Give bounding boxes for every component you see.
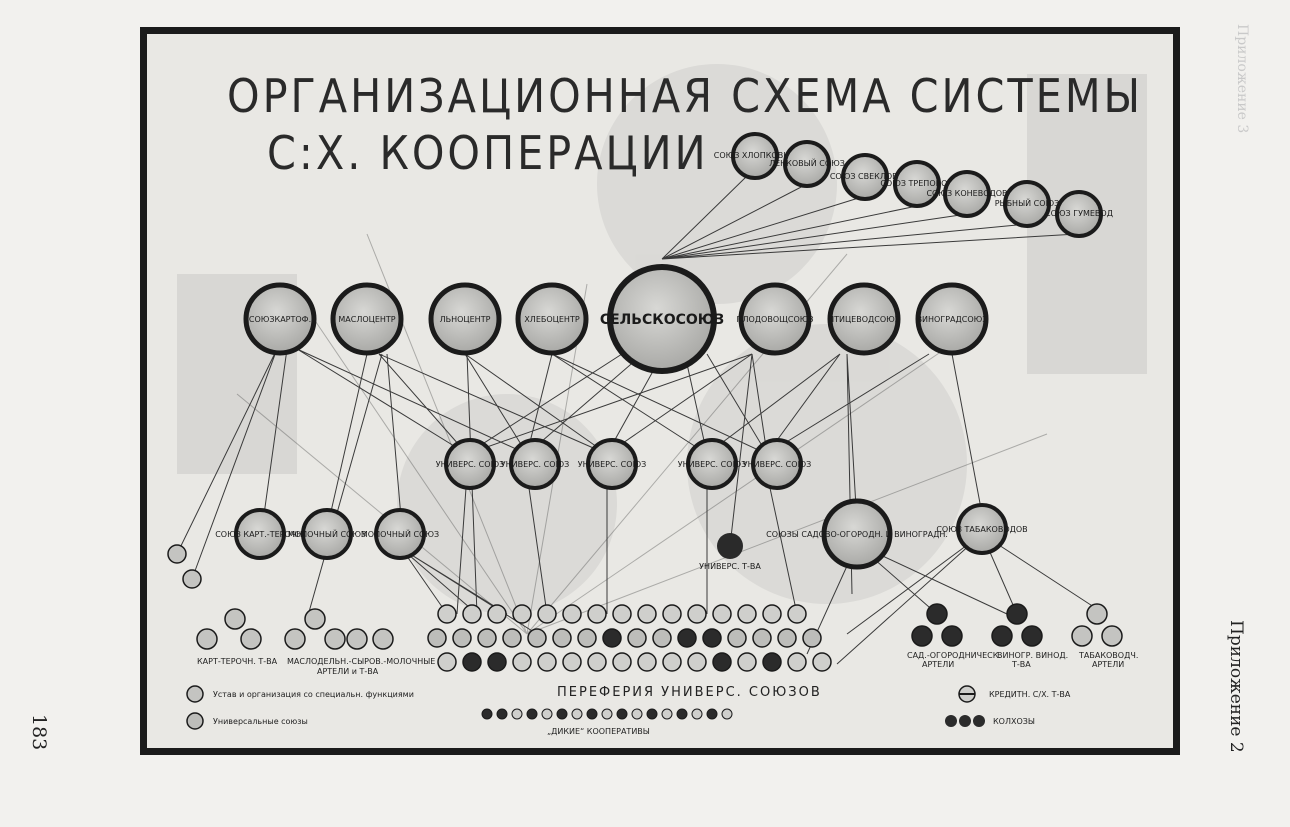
svg-text:ЛЬНОЦЕНТР: ЛЬНОЦЕНТР	[440, 315, 491, 324]
center-node-6: ПТИЦЕВОДСОЮЗ	[827, 282, 901, 356]
periphery-grid	[167, 544, 1123, 720]
svg-text:Т-ВА: Т-ВА	[1011, 660, 1031, 669]
svg-text:СОЮЗ СВЕКЛОВ.: СОЮЗ СВЕКЛОВ.	[830, 172, 900, 181]
svg-text:Универсальные союзы: Универсальные союзы	[213, 717, 308, 726]
svg-text:СОЮЗ ТАБАКОВОДОВ: СОЮЗ ТАБАКОВОДОВ	[936, 525, 1027, 534]
svg-text:ПТИЦЕВОДСОЮЗ: ПТИЦЕВОДСОЮЗ	[828, 315, 900, 324]
title-line1: ОРГАНИЗАЦИОННАЯ СХЕМА СИСТЕМЫ	[227, 69, 1143, 123]
svg-text:МАСЛОДЕЛЬН.-СЫРОВ.-МОЛОЧНЫЕ: МАСЛОДЕЛЬН.-СЫРОВ.-МОЛОЧНЫЕ	[287, 657, 435, 666]
svg-text:СОЮЗ КАРТ.-ТЕРОЧН.: СОЮЗ КАРТ.-ТЕРОЧН.	[215, 530, 305, 539]
special-union-1: СОЮЗЫ САДОВО-ОГОРОДН. И ВИНОГРАДН.	[766, 498, 948, 570]
center-node-7: ВИНОГРАДСОЮЗ	[915, 282, 989, 356]
svg-text:ПЛОДОВОЩСОЮЗ: ПЛОДОВОЩСОЮЗ	[736, 315, 813, 324]
svg-text:ВИНОГРАДСОЮЗ: ВИНОГРАДСОЮЗ	[917, 315, 988, 324]
svg-text:МОЛОЧНЫЙ СОЮЗ: МОЛОЧНЫЙ СОЮЗ	[361, 528, 439, 539]
svg-text:АРТЕЛИ: АРТЕЛИ	[1092, 660, 1124, 669]
svg-text:РЫБНЫЙ СОЮЗ: РЫБНЫЙ СОЮЗ	[995, 197, 1060, 208]
legend-item-2: Универсальные союзы	[186, 712, 308, 730]
legend: Устав и организация со специальн. функци…	[186, 685, 1071, 730]
special-unions: СОЮЗЫ САДОВО-ОГОРОДН. И ВИНОГРАДН. СОЮЗ …	[699, 498, 1028, 571]
title-line2: С:Х. КООПЕРАЦИИ	[267, 126, 709, 180]
svg-text:КОЛХОЗЫ: КОЛХОЗЫ	[993, 717, 1035, 726]
svg-text:СОЮЗ ГУМЕВОД: СОЮЗ ГУМЕВОД	[1045, 209, 1113, 218]
regional-union-1: СОЮЗ КАРТ.-ТЕРОЧН.	[215, 508, 305, 560]
regional-union-2: МОЛОЧНЫЙ СОЮЗ	[288, 508, 366, 560]
center-node-4: ХЛЕБОЦЕНТР	[515, 282, 589, 356]
svg-text:ПЕРЕФЕРИЯ УНИВЕРС. СОЮЗОВ: ПЕРЕФЕРИЯ УНИВЕРС. СОЮЗОВ	[557, 685, 822, 700]
legend-item-3: КРЕДИТН. С/Х. Т-ВА	[958, 685, 1071, 703]
center-row: СОЮЗКАРТОФ. МАСЛОЦЕНТР ЛЬНОЦЕНТР ХЛЕБОЦЕ…	[243, 282, 989, 356]
svg-text:САД.-ОГОРОДНИЧЕСК.: САД.-ОГОРОДНИЧЕСК.	[907, 651, 1001, 660]
special-union-3: УНИВЕРС. Т-ВА	[699, 533, 761, 571]
universal-unions: УНИВЕРС. СОЮЗ УНИВЕРС. СОЮЗ УНИВЕРС. СОЮ…	[436, 438, 812, 490]
svg-text:АРТЕЛИ и Т-ВА: АРТЕЛИ и Т-ВА	[317, 667, 379, 676]
top-union-4: СОЮЗ ТРЕПОВОД	[880, 160, 954, 208]
svg-text:ЛЕНКОВЫЙ СОЮЗ: ЛЕНКОВЫЙ СОЮЗ	[769, 157, 845, 168]
svg-text:УНИВЕРС. СОЮЗ: УНИВЕРС. СОЮЗ	[743, 460, 812, 469]
appendix-label: Приложение 2	[1226, 620, 1246, 753]
top-union-7: СОЮЗ ГУМЕВОД	[1045, 190, 1113, 238]
top-union-5: СОЮЗ КОНЕВОДОВ	[926, 170, 1008, 218]
svg-text:УНИВЕРС. СОЮЗ: УНИВЕРС. СОЮЗ	[678, 460, 747, 469]
svg-text:„ДИКИЕ“ КООПЕРАТИВЫ: „ДИКИЕ“ КООПЕРАТИВЫ	[547, 727, 650, 736]
bottom-captions: КАРТ-ТЕРОЧН. Т-ВА МАСЛОДЕЛЬН.-СЫРОВ.-МОЛ…	[197, 651, 1138, 736]
universal-union-1: УНИВЕРС. СОЮЗ	[436, 438, 505, 490]
center-node-3: ЛЬНОЦЕНТР	[428, 282, 502, 356]
universal-union-2: УНИВЕРС. СОЮЗ	[501, 438, 570, 490]
universal-union-5: УНИВЕРС. СОЮЗ	[743, 438, 812, 490]
top-union-2: ЛЕНКОВЫЙ СОЮЗ	[769, 140, 845, 188]
svg-text:СЕЛЬСКОСОЮЗ: СЕЛЬСКОСОЮЗ	[600, 312, 724, 328]
regional-union-3: МОЛОЧНЫЙ СОЮЗ	[361, 508, 439, 560]
top-union-1: СОЮЗ ХЛОПКОВЫЙ	[714, 132, 797, 180]
svg-text:СОЮЗКАРТОФ.: СОЮЗКАРТОФ.	[249, 315, 311, 324]
svg-text:КРЕДИТН. С/Х. Т-ВА: КРЕДИТН. С/Х. Т-ВА	[989, 690, 1071, 699]
organization-diagram: ОРГАНИЗАЦИОННАЯ СХЕМА СИСТЕМЫ С:Х. КООПЕ…	[167, 64, 1147, 736]
svg-text:МОЛОЧНЫЙ СОЮЗ: МОЛОЧНЫЙ СОЮЗ	[288, 528, 366, 539]
faint-margin-text: Приложение 3	[1234, 24, 1250, 134]
diagram-plate: ОРГАНИЗАЦИОННАЯ СХЕМА СИСТЕМЫ С:Х. КООПЕ…	[140, 27, 1180, 755]
top-union-3: СОЮЗ СВЕКЛОВ.	[830, 153, 900, 201]
universal-union-4: УНИВЕРС. СОЮЗ	[678, 438, 747, 490]
svg-text:ХЛЕБОЦЕНТР: ХЛЕБОЦЕНТР	[524, 315, 580, 324]
svg-text:СОЮЗ ТРЕПОВОД: СОЮЗ ТРЕПОВОД	[880, 179, 953, 188]
top-unions: СОЮЗ ХЛОПКОВЫЙ ЛЕНКОВЫЙ СОЮЗ СОЮЗ СВЕКЛО…	[714, 132, 1113, 238]
svg-text:АРТЕЛИ: АРТЕЛИ	[922, 660, 954, 669]
svg-text:УНИВЕРС. СОЮЗ: УНИВЕРС. СОЮЗ	[501, 460, 570, 469]
center-node-2: МАСЛОЦЕНТР	[330, 282, 404, 356]
svg-text:КАРТ-ТЕРОЧН. Т-ВА: КАРТ-ТЕРОЧН. Т-ВА	[197, 657, 278, 666]
svg-text:УНИВЕРС. СОЮЗ: УНИВЕРС. СОЮЗ	[436, 460, 505, 469]
special-union-2: СОЮЗ ТАБАКОВОДОВ	[936, 503, 1028, 555]
svg-text:СОЮЗ КОНЕВОДОВ: СОЮЗ КОНЕВОДОВ	[926, 189, 1007, 198]
svg-text:СОЮЗЫ САДОВО-ОГОРОДН. И ВИНОГР: СОЮЗЫ САДОВО-ОГОРОДН. И ВИНОГРАДН.	[766, 530, 948, 539]
svg-text:УНИВЕРС. СОЮЗ: УНИВЕРС. СОЮЗ	[578, 460, 647, 469]
center-node-5: ПЛОДОВОЩСОЮЗ	[736, 282, 814, 356]
svg-text:МАСЛОЦЕНТР: МАСЛОЦЕНТР	[338, 315, 395, 324]
svg-text:ВИНОГР. ВИНОД.: ВИНОГР. ВИНОД.	[997, 651, 1068, 660]
top-union-6: РЫБНЫЙ СОЮЗ	[995, 180, 1060, 228]
background-ghost	[177, 64, 1147, 614]
svg-text:Устав и организация со специал: Устав и организация со специальн. функци…	[213, 690, 414, 699]
svg-text:ТАБАКОВОДЧ.: ТАБАКОВОДЧ.	[1078, 651, 1138, 660]
center-node-1: СОЮЗКАРТОФ.	[243, 282, 317, 356]
center-selskosoyuz: СЕЛЬСКОСОЮЗ	[600, 264, 724, 374]
legend-item-1: Устав и организация со специальн. функци…	[186, 685, 414, 703]
universal-union-3: УНИВЕРС. СОЮЗ	[578, 438, 647, 490]
svg-text:УНИВЕРС. Т-ВА: УНИВЕРС. Т-ВА	[699, 562, 761, 571]
svg-text:СОЮЗ ХЛОПКОВЫЙ: СОЮЗ ХЛОПКОВЫЙ	[714, 149, 797, 160]
page-number: 183	[28, 714, 50, 751]
regional-unions: СОЮЗ КАРТ.-ТЕРОЧН. МОЛОЧНЫЙ СОЮЗ МОЛОЧНЫ…	[215, 508, 439, 560]
legend-item-4: КОЛХОЗЫ	[945, 715, 1035, 727]
